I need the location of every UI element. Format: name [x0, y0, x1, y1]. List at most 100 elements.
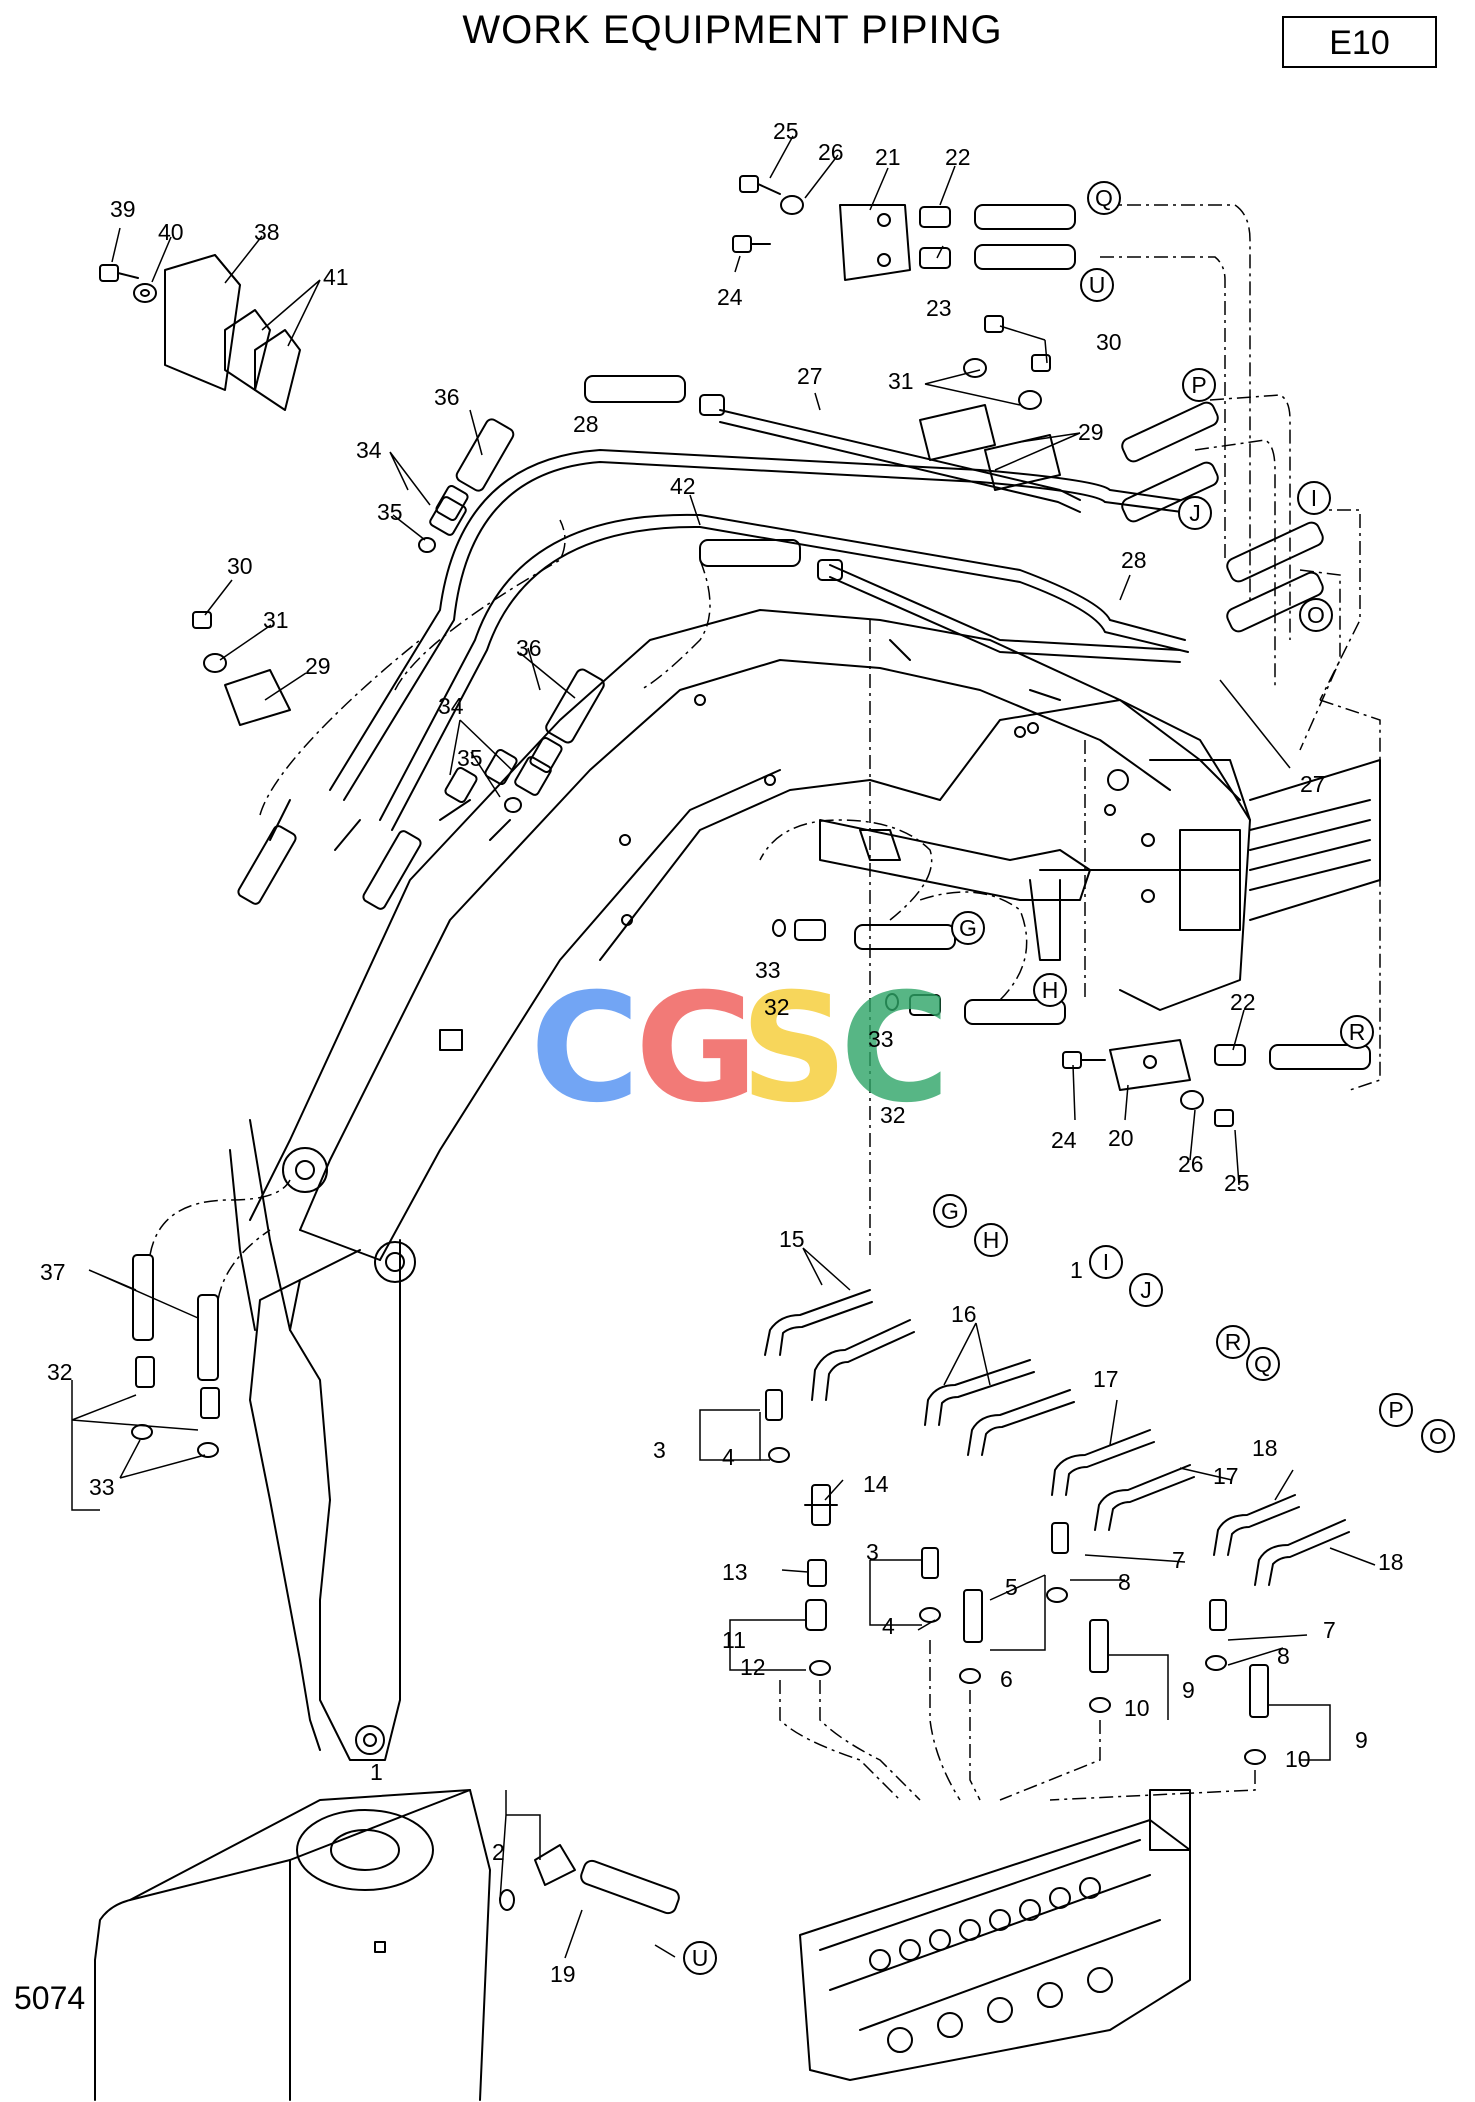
part-label-33: 33 [755, 957, 781, 983]
part-label-31-2: 31 [263, 607, 289, 633]
watermark-letter-2: S [740, 962, 848, 1136]
part-label-30-2: 30 [227, 553, 253, 579]
circled-letter-marker-R-2: R [1216, 1325, 1250, 1359]
page-code-box: E10 [1282, 16, 1437, 68]
part-label-14: 14 [863, 1471, 889, 1497]
drawing-number: 5074 [14, 1980, 86, 2016]
svg-text:I: I [1311, 485, 1317, 511]
part-label-25-2: 25 [1224, 1170, 1250, 1196]
svg-text:O: O [1307, 602, 1325, 628]
part-label-19: 19 [550, 1961, 576, 1987]
svg-text:G: G [941, 1198, 959, 1224]
circled-letter-marker-J: J [1178, 496, 1212, 530]
hydraulic-tank [94, 1789, 576, 2101]
boom-adapters [132, 1254, 220, 1419]
circled-letter-marker-R: R [1340, 1015, 1374, 1049]
part-label-27: 27 [797, 363, 823, 389]
part-label-17-2: 17 [1213, 1463, 1239, 1489]
svg-text:R: R [1225, 1329, 1242, 1355]
watermark-letter-1: G [635, 962, 758, 1136]
circled-letter-marker-G-2: G [933, 1194, 967, 1228]
circled-letter-marker-H: H [1033, 973, 1067, 1007]
part-label-34-2: 34 [438, 693, 464, 719]
part-label-3: 3 [653, 1437, 666, 1463]
part-label-32-2: 32 [880, 1102, 906, 1128]
svg-text:H: H [1042, 977, 1059, 1003]
o-rings [131, 496, 1266, 1911]
part-label-22: 22 [945, 144, 971, 170]
part-label-17: 17 [1093, 1366, 1119, 1392]
part-label-35: 35 [377, 499, 403, 525]
part-label-34: 34 [356, 437, 382, 463]
part-label-28: 28 [573, 411, 599, 437]
page-title: WORK EQUIPMENT PIPING [462, 8, 1003, 52]
part-label-29: 29 [1078, 419, 1104, 445]
circled-letter-marker-U: U [1080, 268, 1114, 302]
part-label-32-3: 32 [47, 1359, 73, 1385]
part-label-21: 21 [875, 144, 901, 170]
part-label-12: 12 [740, 1654, 766, 1680]
part-label-11: 11 [722, 1627, 746, 1653]
part-label-33-2: 33 [868, 1026, 894, 1052]
part-label-6: 6 [1000, 1666, 1013, 1692]
part-label-2: 2 [492, 1839, 505, 1865]
svg-text:J: J [1189, 500, 1201, 526]
svg-text:Q: Q [1095, 185, 1113, 211]
pipe-lines [269, 409, 1189, 851]
part-label-5: 5 [1005, 1574, 1018, 1600]
part-label-24: 24 [717, 284, 743, 310]
svg-text:U: U [692, 1945, 709, 1971]
part-label-10-2: 10 [1285, 1746, 1311, 1772]
part-label-27-2: 27 [1300, 771, 1326, 797]
circled-letter-marker-Q-2: Q [1246, 1347, 1280, 1381]
part-label-10: 10 [1124, 1695, 1150, 1721]
part-label-38: 38 [254, 219, 280, 245]
circled-letter-marker-G: G [951, 911, 985, 945]
part-label-9: 9 [1182, 1677, 1195, 1703]
clamps [164, 204, 1191, 1091]
lower-hoses [764, 1289, 1350, 1586]
part-label-36: 36 [434, 384, 460, 410]
svg-text:U: U [1089, 272, 1106, 298]
watermark: C G S C [530, 962, 950, 1136]
part-label-40: 40 [158, 219, 184, 245]
part-label-13: 13 [722, 1559, 748, 1585]
circled-letter-marker-P: P [1182, 368, 1216, 402]
part-label-1-2: 1 [1070, 1257, 1083, 1283]
part-label-22-2: 22 [1230, 989, 1256, 1015]
part-label-16: 16 [951, 1301, 977, 1327]
part-label-20: 20 [1108, 1125, 1134, 1151]
part-label-42: 42 [670, 473, 696, 499]
part-label-37: 37 [40, 1259, 66, 1285]
circled-letter-marker-I-2: I [1089, 1245, 1123, 1279]
part-label-36-2: 36 [516, 635, 542, 661]
watermark-letter-0: C [530, 962, 640, 1136]
part-label-8-2: 8 [1277, 1643, 1290, 1669]
leader-lines [71, 135, 1376, 1959]
svg-text:G: G [959, 915, 977, 941]
part-label-9-2: 9 [1355, 1727, 1368, 1753]
part-label-4: 4 [722, 1444, 735, 1470]
svg-text:J: J [1140, 1277, 1152, 1303]
part-label-35-2: 35 [457, 745, 483, 771]
part-label-15: 15 [779, 1226, 805, 1252]
boom-outline [229, 609, 1381, 1761]
part-label-28-2: 28 [1121, 547, 1147, 573]
circled-letter-marker-O-2: O [1421, 1419, 1455, 1453]
part-label-33-3: 33 [89, 1474, 115, 1500]
part-label-25: 25 [773, 118, 799, 144]
part-label-31: 31 [888, 368, 914, 394]
part-label-18: 18 [1252, 1435, 1278, 1461]
part-label-24-2: 24 [1051, 1127, 1077, 1153]
circled-letter-marker-Q: Q [1087, 181, 1121, 215]
routing-lines [149, 204, 1381, 1801]
part-label-26: 26 [818, 139, 844, 165]
part-label-23: 23 [926, 295, 952, 321]
part-label-7-2: 7 [1323, 1617, 1336, 1643]
svg-text:O: O [1429, 1423, 1447, 1449]
circled-letter-marker-H-2: H [974, 1223, 1008, 1257]
part-label-1: 1 [370, 1759, 383, 1785]
circled-letter-marker-J-2: J [1129, 1273, 1163, 1307]
